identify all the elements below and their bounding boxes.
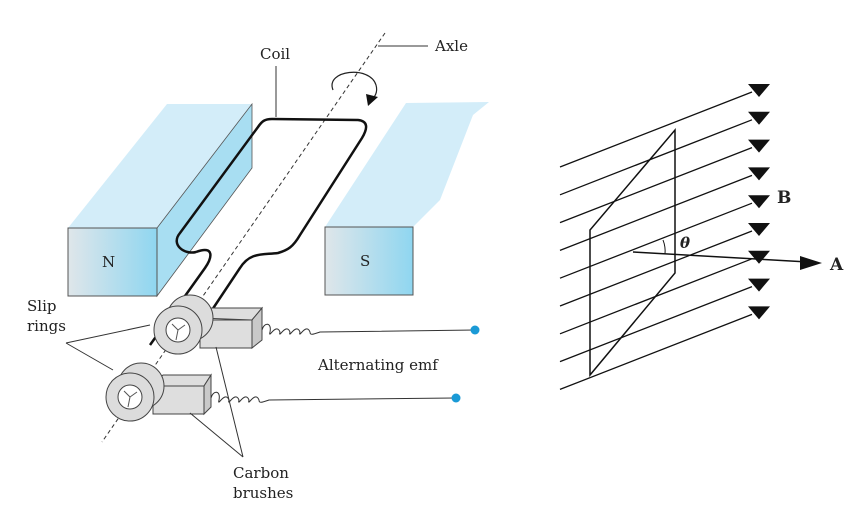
area-vector-label-a: A bbox=[829, 255, 844, 275]
terminal-lower bbox=[451, 393, 461, 403]
field-arrowhead-icon bbox=[748, 306, 770, 320]
rotation-arrowhead-icon bbox=[366, 94, 378, 106]
magnetic-field-lines bbox=[559, 84, 770, 391]
coil bbox=[148, 117, 368, 346]
field-line bbox=[559, 285, 753, 363]
field-line bbox=[559, 174, 753, 252]
slip-ring-upper bbox=[153, 294, 214, 355]
north-magnet: N bbox=[67, 102, 253, 298]
field-line bbox=[559, 119, 753, 196]
spring-upper bbox=[261, 323, 476, 335]
field-arrowhead-icon bbox=[748, 195, 770, 209]
field-arrowhead-icon bbox=[748, 84, 770, 97]
coil-label: Coil bbox=[260, 45, 290, 63]
carbon-brushes-leader bbox=[189, 346, 244, 458]
angle-label: θ bbox=[680, 234, 690, 252]
area-vector-arrow bbox=[632, 251, 809, 263]
carbon-brushes-label-2: brushes bbox=[233, 484, 293, 502]
area-vector-arrowhead-icon bbox=[800, 256, 822, 270]
coil-plane bbox=[589, 127, 676, 378]
alternating-emf-label: Alternating emf bbox=[317, 356, 439, 374]
slip-rings-leader bbox=[65, 324, 151, 371]
spring-lower bbox=[210, 391, 456, 403]
field-line bbox=[559, 91, 753, 168]
axle-label: Axle bbox=[434, 37, 468, 55]
field-arrowhead-icon bbox=[748, 167, 770, 181]
south-label: S bbox=[360, 252, 370, 270]
field-arrowhead-icon bbox=[748, 278, 770, 292]
field-line bbox=[559, 146, 753, 224]
field-line bbox=[559, 313, 753, 391]
field-line bbox=[559, 230, 753, 307]
slip-rings-label-2: rings bbox=[27, 317, 66, 335]
field-label-b: B bbox=[777, 188, 791, 208]
carbon-brush-upper bbox=[198, 306, 264, 350]
carbon-brushes-label-1: Carbon bbox=[233, 464, 289, 482]
slip-ring-lower bbox=[105, 362, 165, 422]
north-label: N bbox=[102, 253, 115, 271]
slip-rings-label-1: Slip bbox=[27, 297, 56, 315]
terminal-upper bbox=[470, 325, 480, 335]
field-arrowhead-icon bbox=[748, 139, 770, 153]
field-arrowhead-icon bbox=[748, 223, 770, 236]
angle-arc bbox=[662, 239, 666, 255]
south-magnet: S bbox=[324, 102, 489, 296]
field-arrowhead-icon bbox=[748, 111, 770, 125]
field-line bbox=[559, 202, 753, 279]
field-arrowhead-icon bbox=[748, 250, 770, 264]
